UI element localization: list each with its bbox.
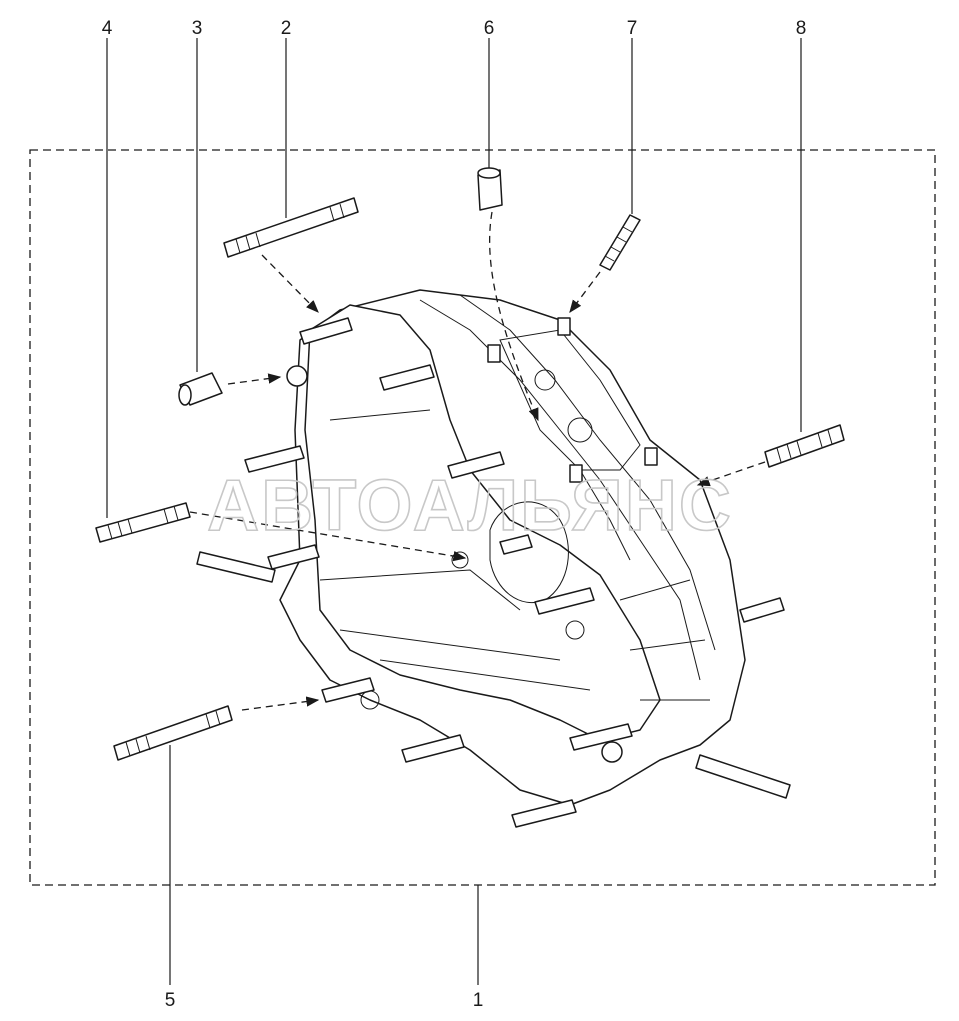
housing-mounted-studs: [196, 317, 791, 828]
mounted-dowel: [286, 365, 308, 387]
callout-4: 4: [102, 18, 113, 39]
mounted-stud: [321, 677, 375, 703]
install-arrow-4: [189, 511, 467, 562]
mounted-stud: [196, 551, 276, 583]
mounted-pin: [569, 464, 583, 483]
assembly-boundary-frame: [29, 149, 936, 886]
callout-6: 6: [484, 18, 495, 39]
watermark: АВТОАЛЬЯНС: [207, 466, 733, 546]
housing-bore: [489, 501, 569, 604]
stud-4: [95, 502, 191, 543]
pin-7: [599, 214, 641, 271]
mounted-stud: [695, 754, 791, 799]
bushing-3: [178, 372, 223, 406]
mounted-stud: [379, 364, 435, 391]
mounted-dowel: [601, 741, 623, 763]
mounted-stud: [739, 597, 785, 623]
mounted-stud: [569, 723, 633, 751]
mounted-stud: [534, 587, 595, 615]
mounted-stud: [267, 544, 320, 570]
install-arrow-5: [241, 696, 320, 711]
bushing-6: [477, 167, 503, 211]
callout-5: 5: [165, 990, 176, 1011]
callout-1: 1: [473, 990, 484, 1011]
stud-2: [223, 197, 359, 258]
mounted-pin: [487, 344, 501, 363]
mounted-pin: [644, 447, 658, 466]
install-arrow-7: [569, 271, 601, 314]
mounted-stud: [511, 799, 577, 828]
mounted-pin: [557, 317, 571, 336]
mounted-stud: [499, 534, 533, 555]
install-arrow-6: [489, 211, 539, 422]
install-arrow-2: [261, 254, 319, 313]
stud-5: [113, 705, 233, 761]
callout-3: 3: [192, 18, 203, 39]
install-arrow-3: [227, 373, 282, 385]
mounted-stud: [401, 734, 465, 763]
callout-8: 8: [796, 18, 807, 39]
mounted-stud: [299, 317, 353, 345]
callout-7: 7: [627, 18, 638, 39]
callout-2: 2: [281, 18, 292, 39]
mounted-stud: [244, 445, 305, 473]
mounted-stud: [447, 451, 505, 479]
stud-8: [764, 424, 845, 468]
